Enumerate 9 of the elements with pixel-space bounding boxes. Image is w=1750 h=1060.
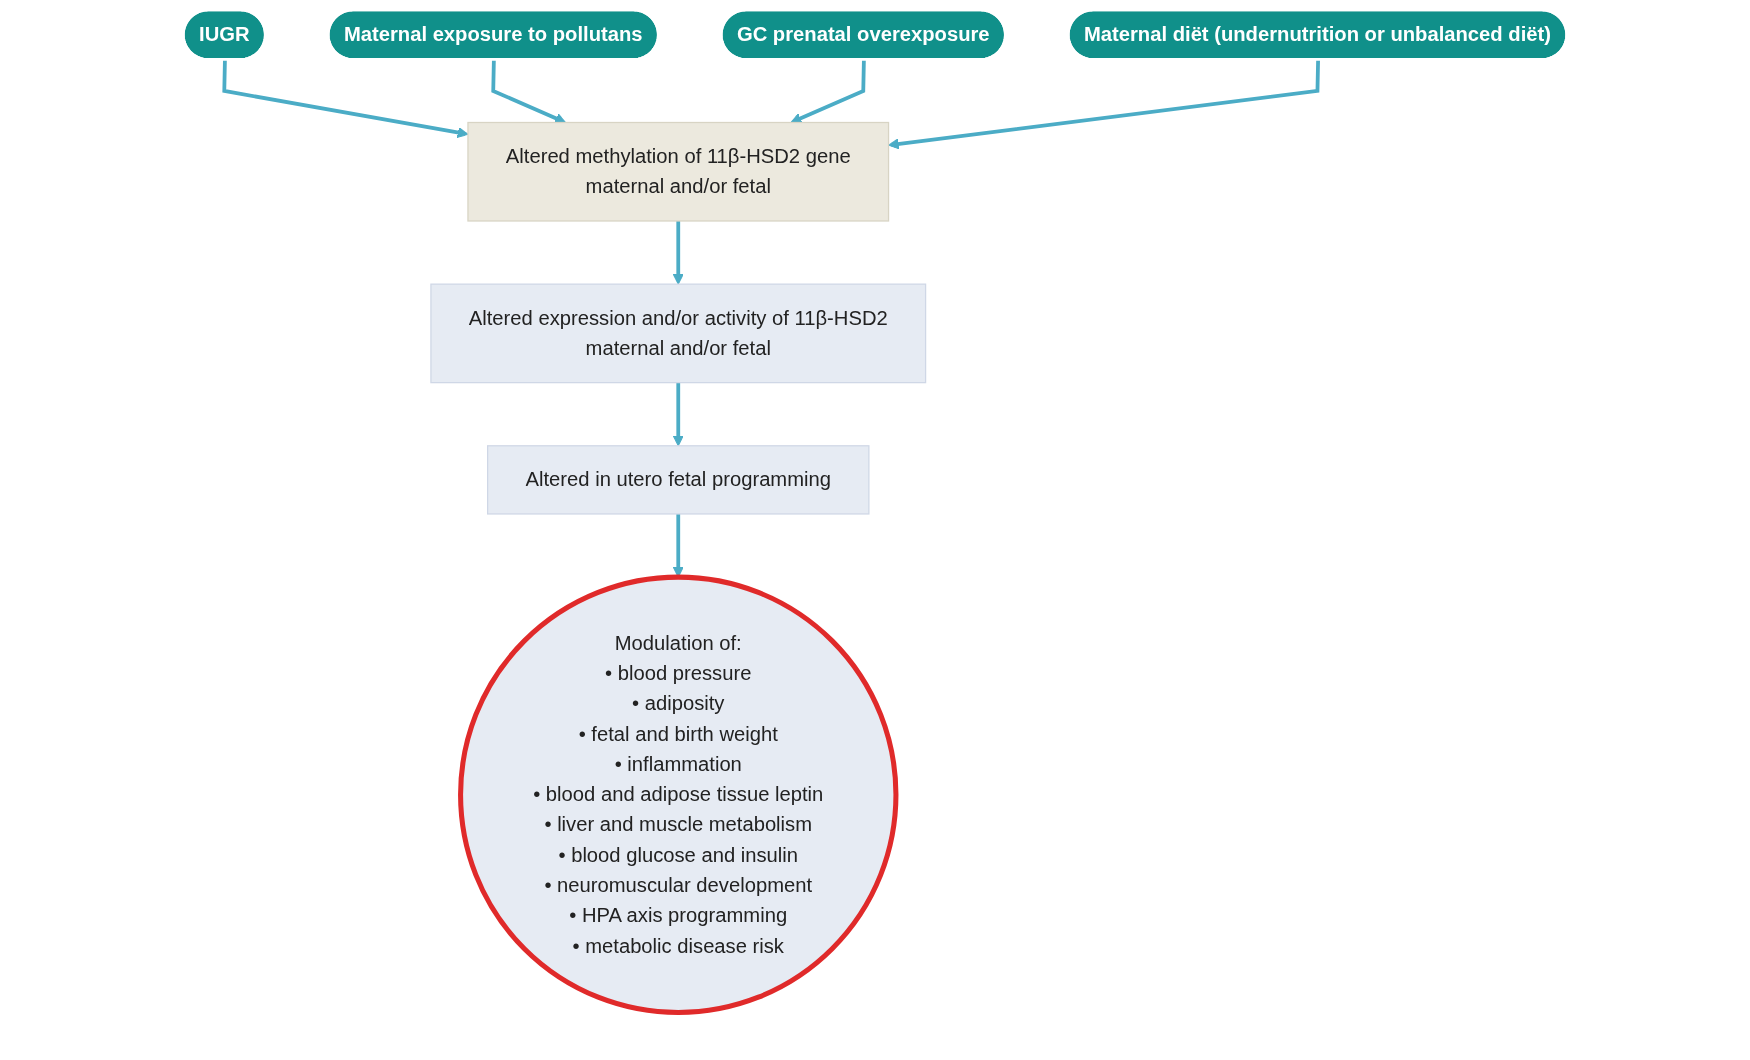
- arrow: [888, 59, 1320, 150]
- node-box: Altered expression and/or activity of 11β-HSD2 maternal and/or fetal: [430, 283, 927, 384]
- node-box: Altered methylation of 11β-HSD2 gene maternal and/or fetal: [467, 121, 890, 222]
- arrow: [790, 59, 866, 124]
- node-circle: Modulation of: • blood pressure • adiposity • fetal and birth weight • inflammation • blood and adipose tissue leptin • liver and muscle metabolism • blood glucose and insulin • neuromuscular development • HPA axis programming • metabolic disease risk: [458, 574, 899, 1016]
- arrow: [672, 382, 684, 447]
- arrow: [672, 221, 684, 285]
- arrow: [491, 59, 566, 124]
- node-box: Altered in utero fetal programming: [487, 445, 870, 515]
